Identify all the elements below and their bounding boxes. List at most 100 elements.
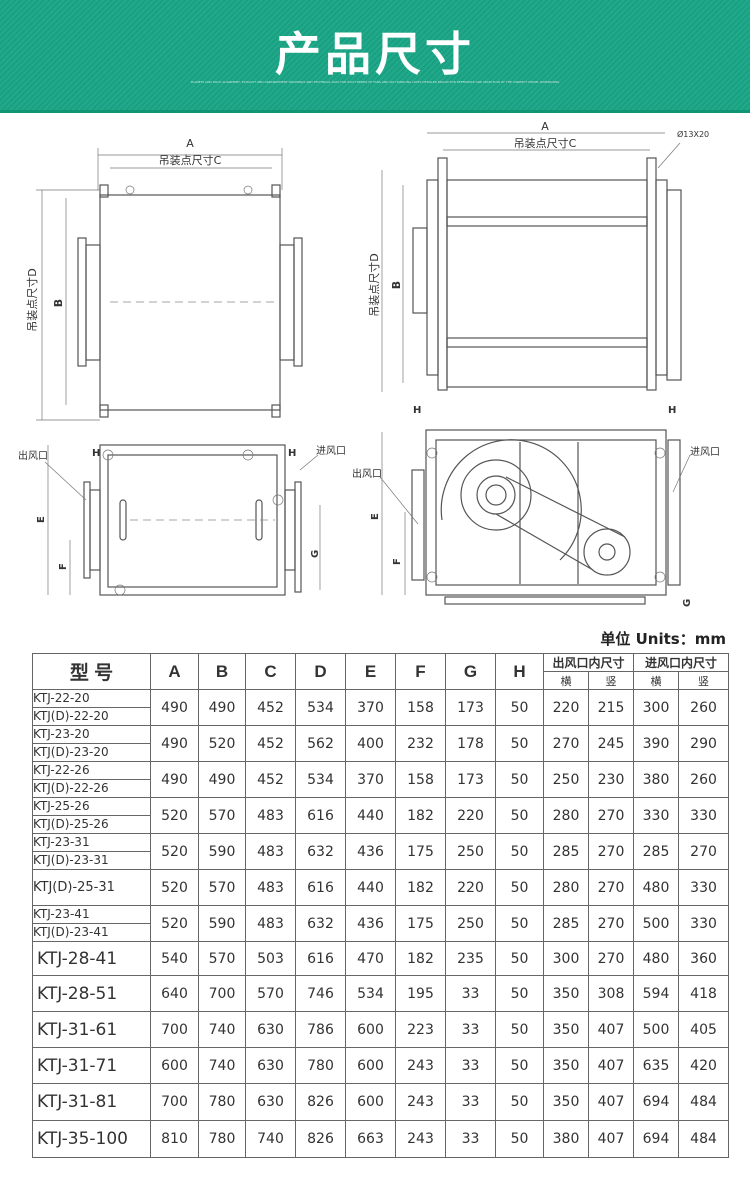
model-cell: KTJ-28-41: [32, 941, 151, 976]
value-cell: 632: [295, 905, 346, 942]
value-cell: 534: [295, 761, 346, 798]
value-cell: 700: [150, 1011, 199, 1048]
value-cell: 50: [495, 869, 544, 906]
value-cell: 590: [198, 905, 246, 942]
value-cell: 418: [678, 975, 730, 1012]
drawing-bottom-right: H H 出风口 进风口 E F G: [352, 405, 720, 607]
value-cell: 50: [495, 797, 544, 834]
value-cell: 280: [543, 797, 589, 834]
value-cell: 500: [633, 1011, 680, 1048]
value-cell: 33: [445, 975, 496, 1012]
dimension-drawings: A 吊装点尺寸C 吊装点尺寸D B H H 出风口 进风口 E F G A: [18, 120, 720, 607]
header-a: A: [150, 653, 199, 690]
value-cell: 780: [198, 1120, 246, 1158]
value-cell: 232: [395, 725, 446, 762]
model-cell: KTJ-31-81: [32, 1083, 151, 1121]
value-cell: 260: [678, 689, 730, 726]
dim-b-label-right: B: [390, 281, 403, 289]
value-cell: 483: [245, 869, 296, 906]
value-cell: 740: [198, 1047, 246, 1084]
value-cell: 250: [445, 905, 496, 942]
value-cell: 270: [543, 725, 589, 762]
value-cell: 600: [150, 1047, 199, 1084]
outlet-label-right: 出风口: [352, 467, 382, 480]
value-cell: 600: [345, 1047, 396, 1084]
value-cell: 270: [587, 869, 635, 906]
model-name: KTJ(D)-23-31: [33, 853, 109, 867]
value-cell: 600: [345, 1083, 396, 1121]
value-cell: 220: [445, 869, 496, 906]
value-cell: 520: [198, 725, 246, 762]
value-cell: 370: [345, 689, 396, 726]
value-cell: 235: [445, 941, 496, 976]
value-cell: 260: [678, 761, 730, 798]
value-cell: 562: [295, 725, 346, 762]
model-cell: KTJ-28-51: [32, 975, 151, 1012]
value-cell: 50: [495, 905, 544, 942]
value-cell: 407: [587, 1011, 635, 1048]
header-outlet-horizontal: 横: [543, 671, 589, 690]
value-cell: 270: [587, 797, 635, 834]
units-label: 单位 Units：mm: [600, 630, 726, 648]
value-cell: 182: [395, 941, 446, 976]
hole-spec-label: Ø13X20: [677, 129, 709, 139]
value-cell: 33: [445, 1120, 496, 1158]
value-cell: 380: [633, 761, 680, 798]
model-name: KTJ(D)-22-26: [33, 781, 109, 795]
value-cell: 570: [198, 941, 246, 976]
value-cell: 250: [543, 761, 589, 798]
value-cell: 33: [445, 1083, 496, 1121]
dim-e-label: E: [36, 516, 47, 523]
value-cell: 483: [245, 797, 296, 834]
value-cell: 250: [445, 833, 496, 870]
model-name: KTJ-25-26: [33, 798, 150, 816]
inlet-label-right: 进风口: [690, 446, 720, 458]
value-cell: 740: [198, 1011, 246, 1048]
hanging-c-label-right: 吊装点尺寸C: [514, 136, 577, 150]
model-name: KTJ-23-41: [33, 906, 150, 924]
model-cell: KTJ-31-61: [32, 1011, 151, 1048]
value-cell: 270: [587, 941, 635, 976]
value-cell: 780: [198, 1083, 246, 1121]
value-cell: 570: [245, 975, 296, 1012]
dim-a-label: A: [186, 137, 194, 150]
value-cell: 630: [245, 1011, 296, 1048]
value-cell: 490: [150, 725, 199, 762]
page-title: 产品尺寸: [275, 27, 475, 81]
hanging-d-label: 吊装点尺寸D: [25, 268, 39, 331]
dim-h-right-label: H: [288, 448, 296, 459]
value-cell: 182: [395, 869, 446, 906]
value-cell: 50: [495, 1120, 544, 1158]
header-h: H: [495, 653, 544, 690]
value-cell: 635: [633, 1047, 680, 1084]
value-cell: 616: [295, 941, 346, 976]
value-cell: 694: [633, 1120, 680, 1158]
value-cell: 50: [495, 1047, 544, 1084]
dim-f-label: F: [58, 563, 69, 570]
value-cell: 570: [198, 869, 246, 906]
value-cell: 350: [543, 1047, 589, 1084]
value-cell: 405: [678, 1011, 730, 1048]
value-cell: 400: [345, 725, 396, 762]
value-cell: 330: [633, 797, 680, 834]
value-cell: 50: [495, 833, 544, 870]
value-cell: 270: [587, 833, 635, 870]
value-cell: 640: [150, 975, 199, 1012]
header-d: D: [295, 653, 346, 690]
value-cell: 480: [633, 941, 680, 976]
hanging-c-label: 吊装点尺寸C: [159, 153, 222, 167]
value-cell: 223: [395, 1011, 446, 1048]
value-cell: 308: [587, 975, 635, 1012]
value-cell: 746: [295, 975, 346, 1012]
value-cell: 245: [587, 725, 635, 762]
value-cell: 270: [587, 905, 635, 942]
value-cell: 173: [445, 761, 496, 798]
value-cell: 490: [198, 689, 246, 726]
value-cell: 290: [678, 725, 730, 762]
value-cell: 300: [633, 689, 680, 726]
